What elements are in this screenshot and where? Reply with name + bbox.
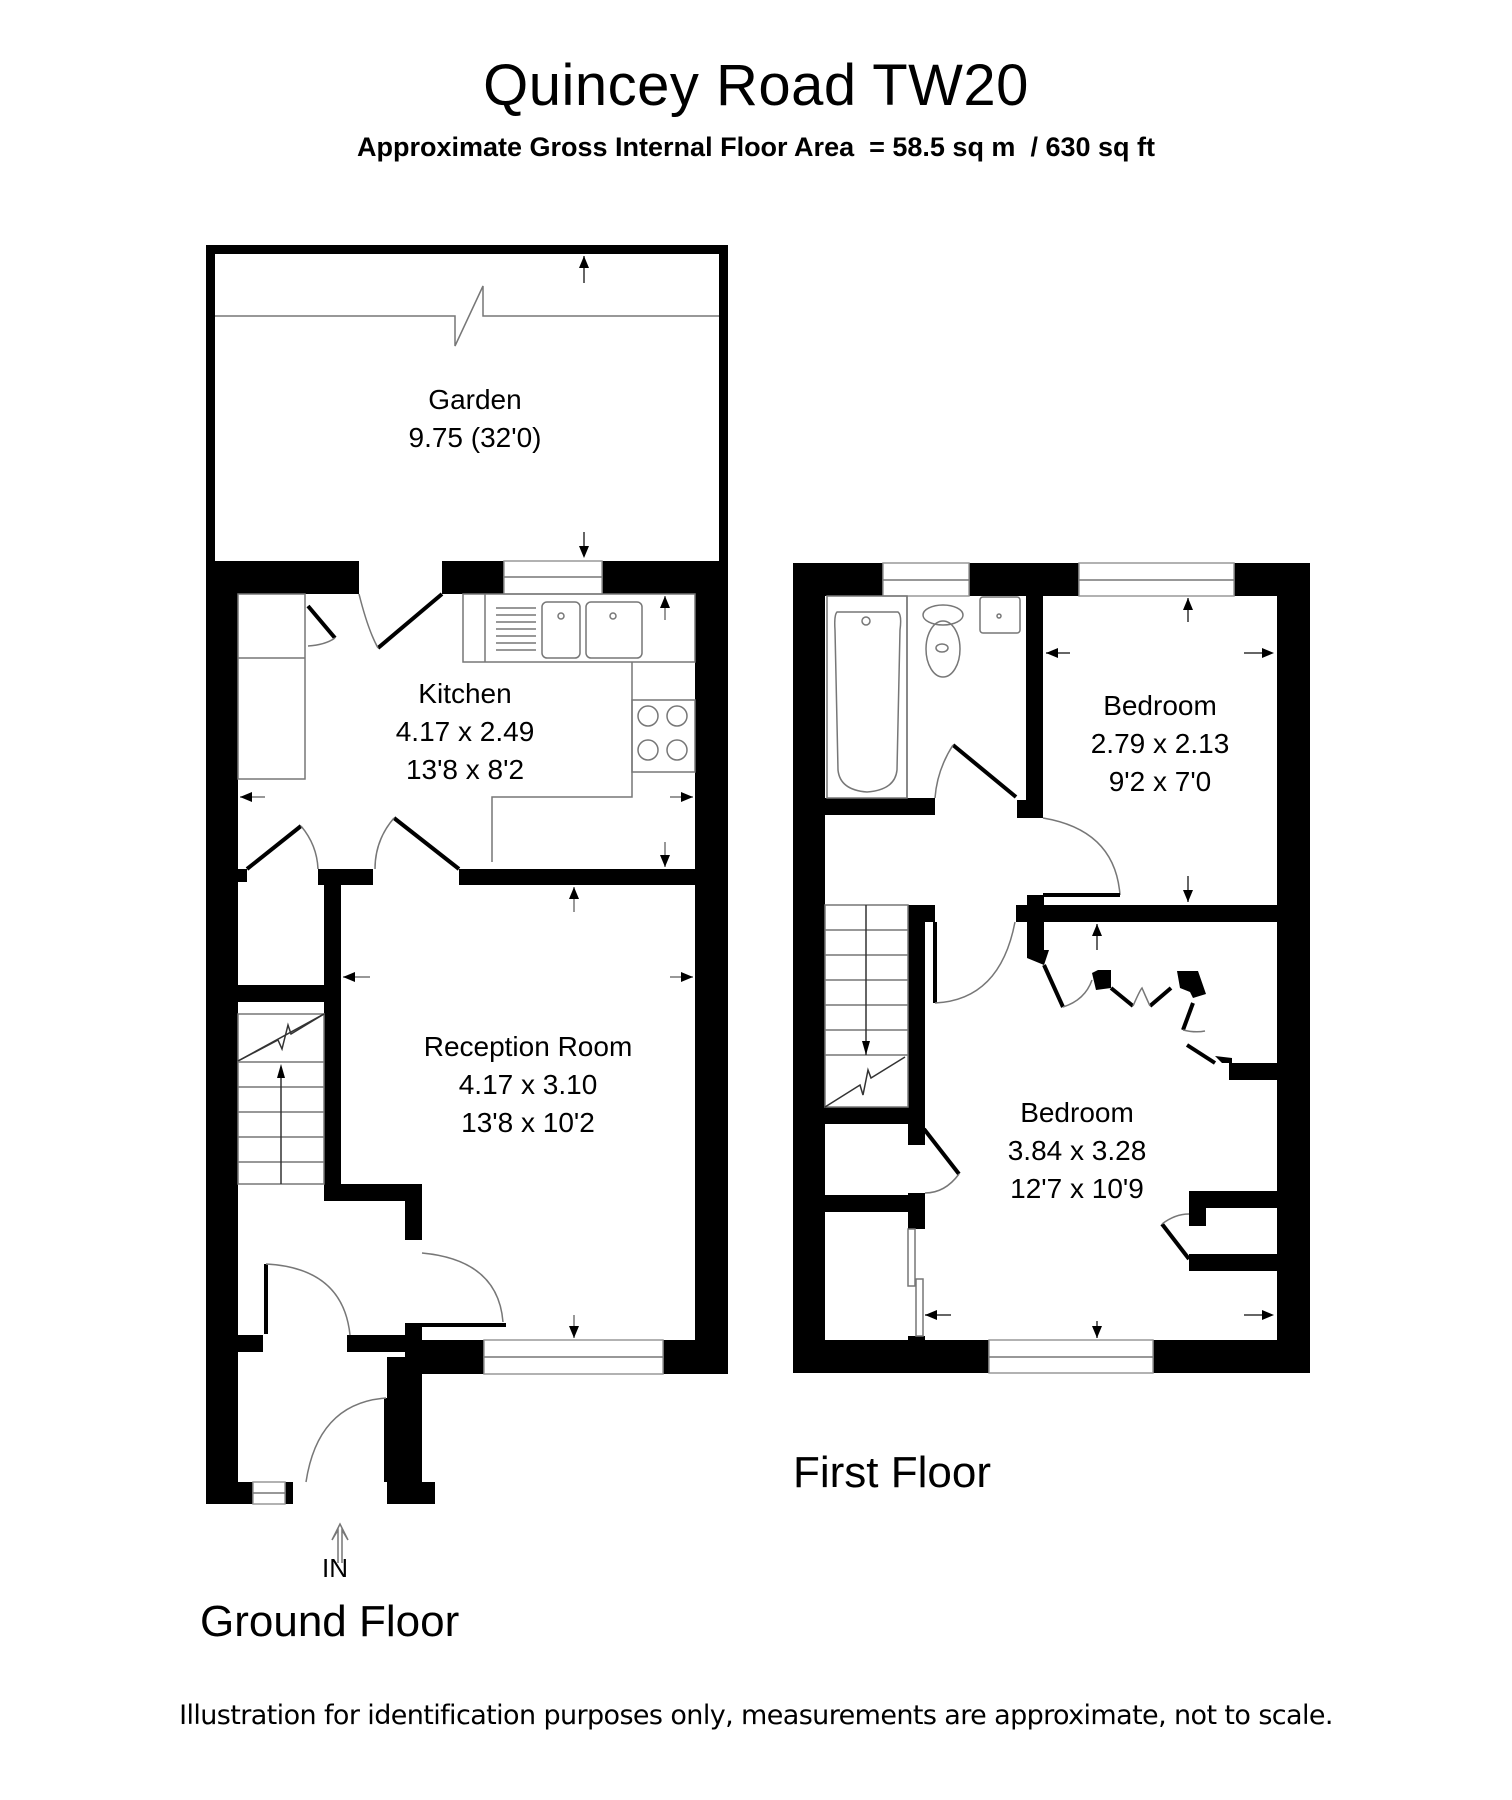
bedroom-1-dimensions-metric: 3.84 x 3.28 bbox=[1008, 1135, 1147, 1166]
first-floor-label: First Floor bbox=[793, 1448, 991, 1497]
bedroom-2-name: Bedroom bbox=[1103, 690, 1217, 721]
plan-title: Quincey Road TW20 bbox=[483, 53, 1029, 118]
entrance-label: IN bbox=[322, 1553, 348, 1583]
bathroom-fittings bbox=[826, 595, 1021, 799]
ground-floor-walls bbox=[206, 560, 728, 1505]
ground-floor-label: Ground Floor bbox=[200, 1597, 460, 1646]
kitchen-dimensions-imperial: 13'8 x 8'2 bbox=[406, 754, 524, 785]
bedroom-1-dimensions-imperial: 12'7 x 10'9 bbox=[1010, 1173, 1144, 1204]
kitchen-fittings bbox=[237, 593, 696, 862]
kitchen-dimensions-metric: 4.17 x 2.49 bbox=[396, 716, 535, 747]
first-floor-doors bbox=[907, 743, 1217, 1337]
bedroom-2-dimensions-imperial: 9'2 x 7'0 bbox=[1109, 766, 1212, 797]
disclaimer-text: Illustration for identification purposes… bbox=[179, 1700, 1333, 1731]
ground-floor-doors bbox=[245, 592, 504, 1483]
entrance-arrow-icon bbox=[331, 1522, 349, 1563]
reception-room-name: Reception Room bbox=[424, 1031, 633, 1062]
kitchen-name: Kitchen bbox=[418, 678, 511, 709]
ground-floor-dimension-arrows bbox=[240, 596, 693, 1338]
floor-area-subtitle: Approximate Gross Internal Floor Area = … bbox=[356, 132, 1155, 162]
bedroom-1-name: Bedroom bbox=[1020, 1097, 1134, 1128]
first-floor-plan: Bedroom 2.79 x 2.13 9'2 x 7'0 Bedroom 3.… bbox=[793, 562, 1310, 1374]
reception-room-dimensions-imperial: 13'8 x 10'2 bbox=[461, 1107, 595, 1138]
garden-dimensions: 9.75 (32'0) bbox=[409, 422, 542, 453]
reception-room-dimensions-metric: 4.17 x 3.10 bbox=[459, 1069, 598, 1100]
first-floor-stairs bbox=[824, 904, 909, 1108]
garden-name: Garden bbox=[428, 384, 521, 415]
bedroom-2-dimensions-metric: 2.79 x 2.13 bbox=[1091, 728, 1230, 759]
garden-boundary bbox=[206, 245, 728, 561]
ground-floor-stairs bbox=[237, 1013, 325, 1185]
first-floor-dimension-arrows bbox=[925, 598, 1274, 1338]
first-floor-walls bbox=[793, 562, 1310, 1374]
ground-floor-plan: Garden 9.75 (32'0) Kitchen 4.17 x 2.49 1… bbox=[206, 245, 728, 1563]
